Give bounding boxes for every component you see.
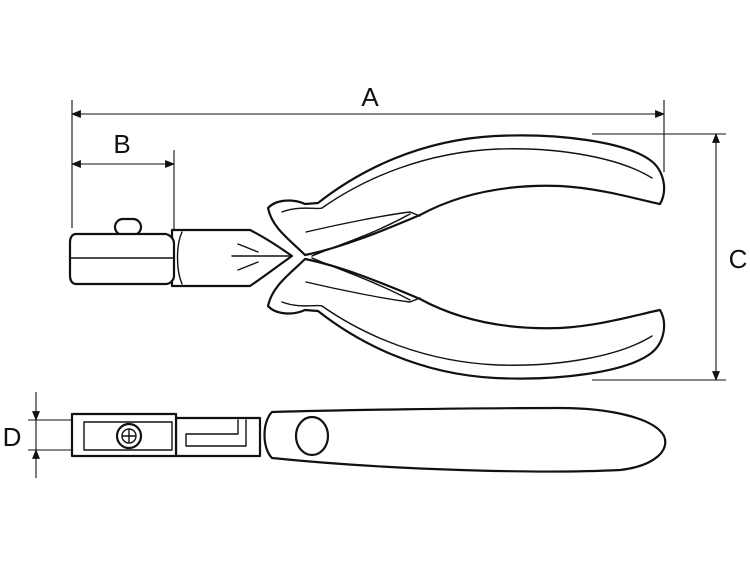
return-spring: [311, 213, 411, 301]
dimension-d: D: [3, 392, 72, 478]
lower-handle: [266, 257, 666, 380]
cutting-head: [170, 228, 294, 288]
dimension-a-label: A: [361, 82, 379, 112]
side-shank-step: [185, 419, 247, 447]
dimension-b: B: [71, 129, 175, 232]
dimension-c: C: [592, 133, 748, 381]
box-joint-nose: [68, 232, 176, 286]
pliers-top-view: [68, 134, 666, 380]
side-shank: [174, 416, 262, 458]
upper-handle-inner-line: [305, 211, 421, 233]
dimension-b-label: B: [113, 129, 130, 159]
dimension-c-label: C: [729, 244, 748, 274]
side-handle-oval: [294, 415, 330, 457]
pliers-side-view: [70, 406, 667, 473]
lower-handle-inner-line: [305, 281, 421, 303]
dimension-a: A: [71, 82, 665, 228]
lower-handle-grip-line: [281, 301, 653, 366]
jaw-edge-upper: [237, 243, 259, 253]
pivot-screw-icon: [115, 422, 143, 450]
side-head-inner: [83, 421, 173, 451]
upper-handle-grip-line: [281, 148, 653, 213]
upper-handle: [266, 134, 666, 257]
jaw-edge-lower: [237, 261, 259, 271]
side-handle: [263, 406, 667, 473]
pivot-knob-top: [113, 217, 143, 237]
dimension-d-label: D: [3, 422, 22, 452]
jaw-bevel: [176, 231, 183, 285]
